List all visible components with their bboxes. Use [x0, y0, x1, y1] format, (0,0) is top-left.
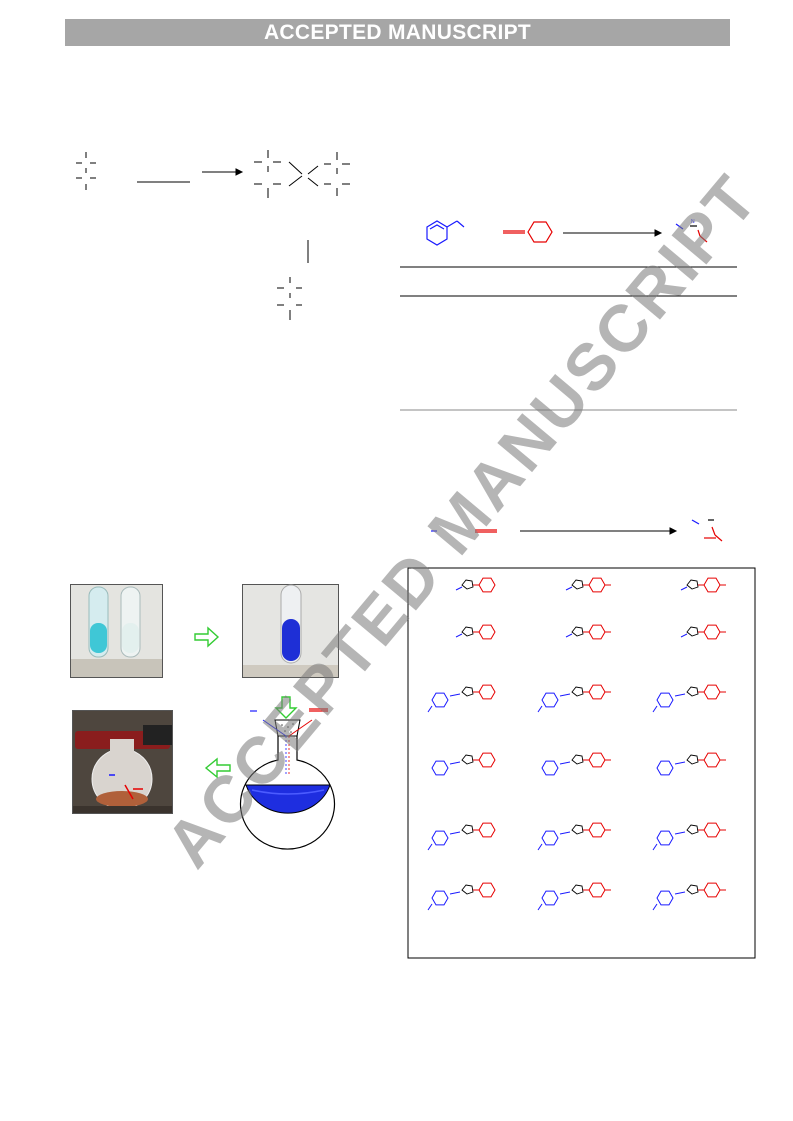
scope-product-12 — [656, 752, 726, 776]
green-arrow-down — [274, 696, 298, 719]
photo-blue-tube — [242, 584, 339, 678]
scope-product-5 — [565, 624, 611, 640]
reaction-arrow-4 — [520, 527, 678, 535]
product-fragment — [277, 277, 302, 320]
phenylacetylene-reactant — [503, 221, 553, 243]
scope-product-10 — [431, 752, 496, 776]
photo-reaction-flask — [72, 710, 173, 814]
scope-product — [691, 519, 723, 542]
scope-product-17 — [537, 882, 611, 911]
benzyl-reactant — [426, 220, 465, 246]
scope-product-11 — [541, 752, 611, 776]
photo-test-tubes — [70, 584, 163, 678]
svg-text:N: N — [691, 219, 695, 225]
scope-product-4 — [455, 624, 496, 640]
scope-box — [407, 567, 756, 959]
green-arrow-right — [194, 626, 220, 648]
scope-product-15 — [652, 822, 726, 851]
reaction-arrow-3 — [563, 229, 663, 237]
table-rules — [400, 266, 737, 411]
scope-product-7 — [427, 684, 496, 713]
green-arrow-left — [204, 757, 231, 779]
accepted-manuscript-banner: ACCEPTED MANUSCRIPT — [65, 19, 730, 46]
scope-product-14 — [537, 822, 611, 851]
reactant-fragment — [76, 152, 96, 190]
scope-product-16 — [427, 882, 496, 911]
scope-product-13 — [427, 822, 496, 851]
scope-product-9 — [652, 684, 726, 713]
alkyne-reagent — [475, 529, 497, 533]
scope-product-6 — [680, 624, 726, 640]
alkyne-label — [309, 708, 328, 712]
triazole-product: N — [675, 219, 708, 243]
reaction-arrow-1 — [137, 168, 244, 183]
scope-product-8 — [537, 684, 611, 713]
scope-product-1 — [455, 577, 496, 593]
round-bottom-flask — [239, 719, 336, 850]
dimer-fragment — [254, 150, 350, 198]
scope-product-3 — [680, 577, 726, 593]
scope-product-2 — [565, 577, 611, 593]
scope-product-18 — [652, 882, 726, 911]
